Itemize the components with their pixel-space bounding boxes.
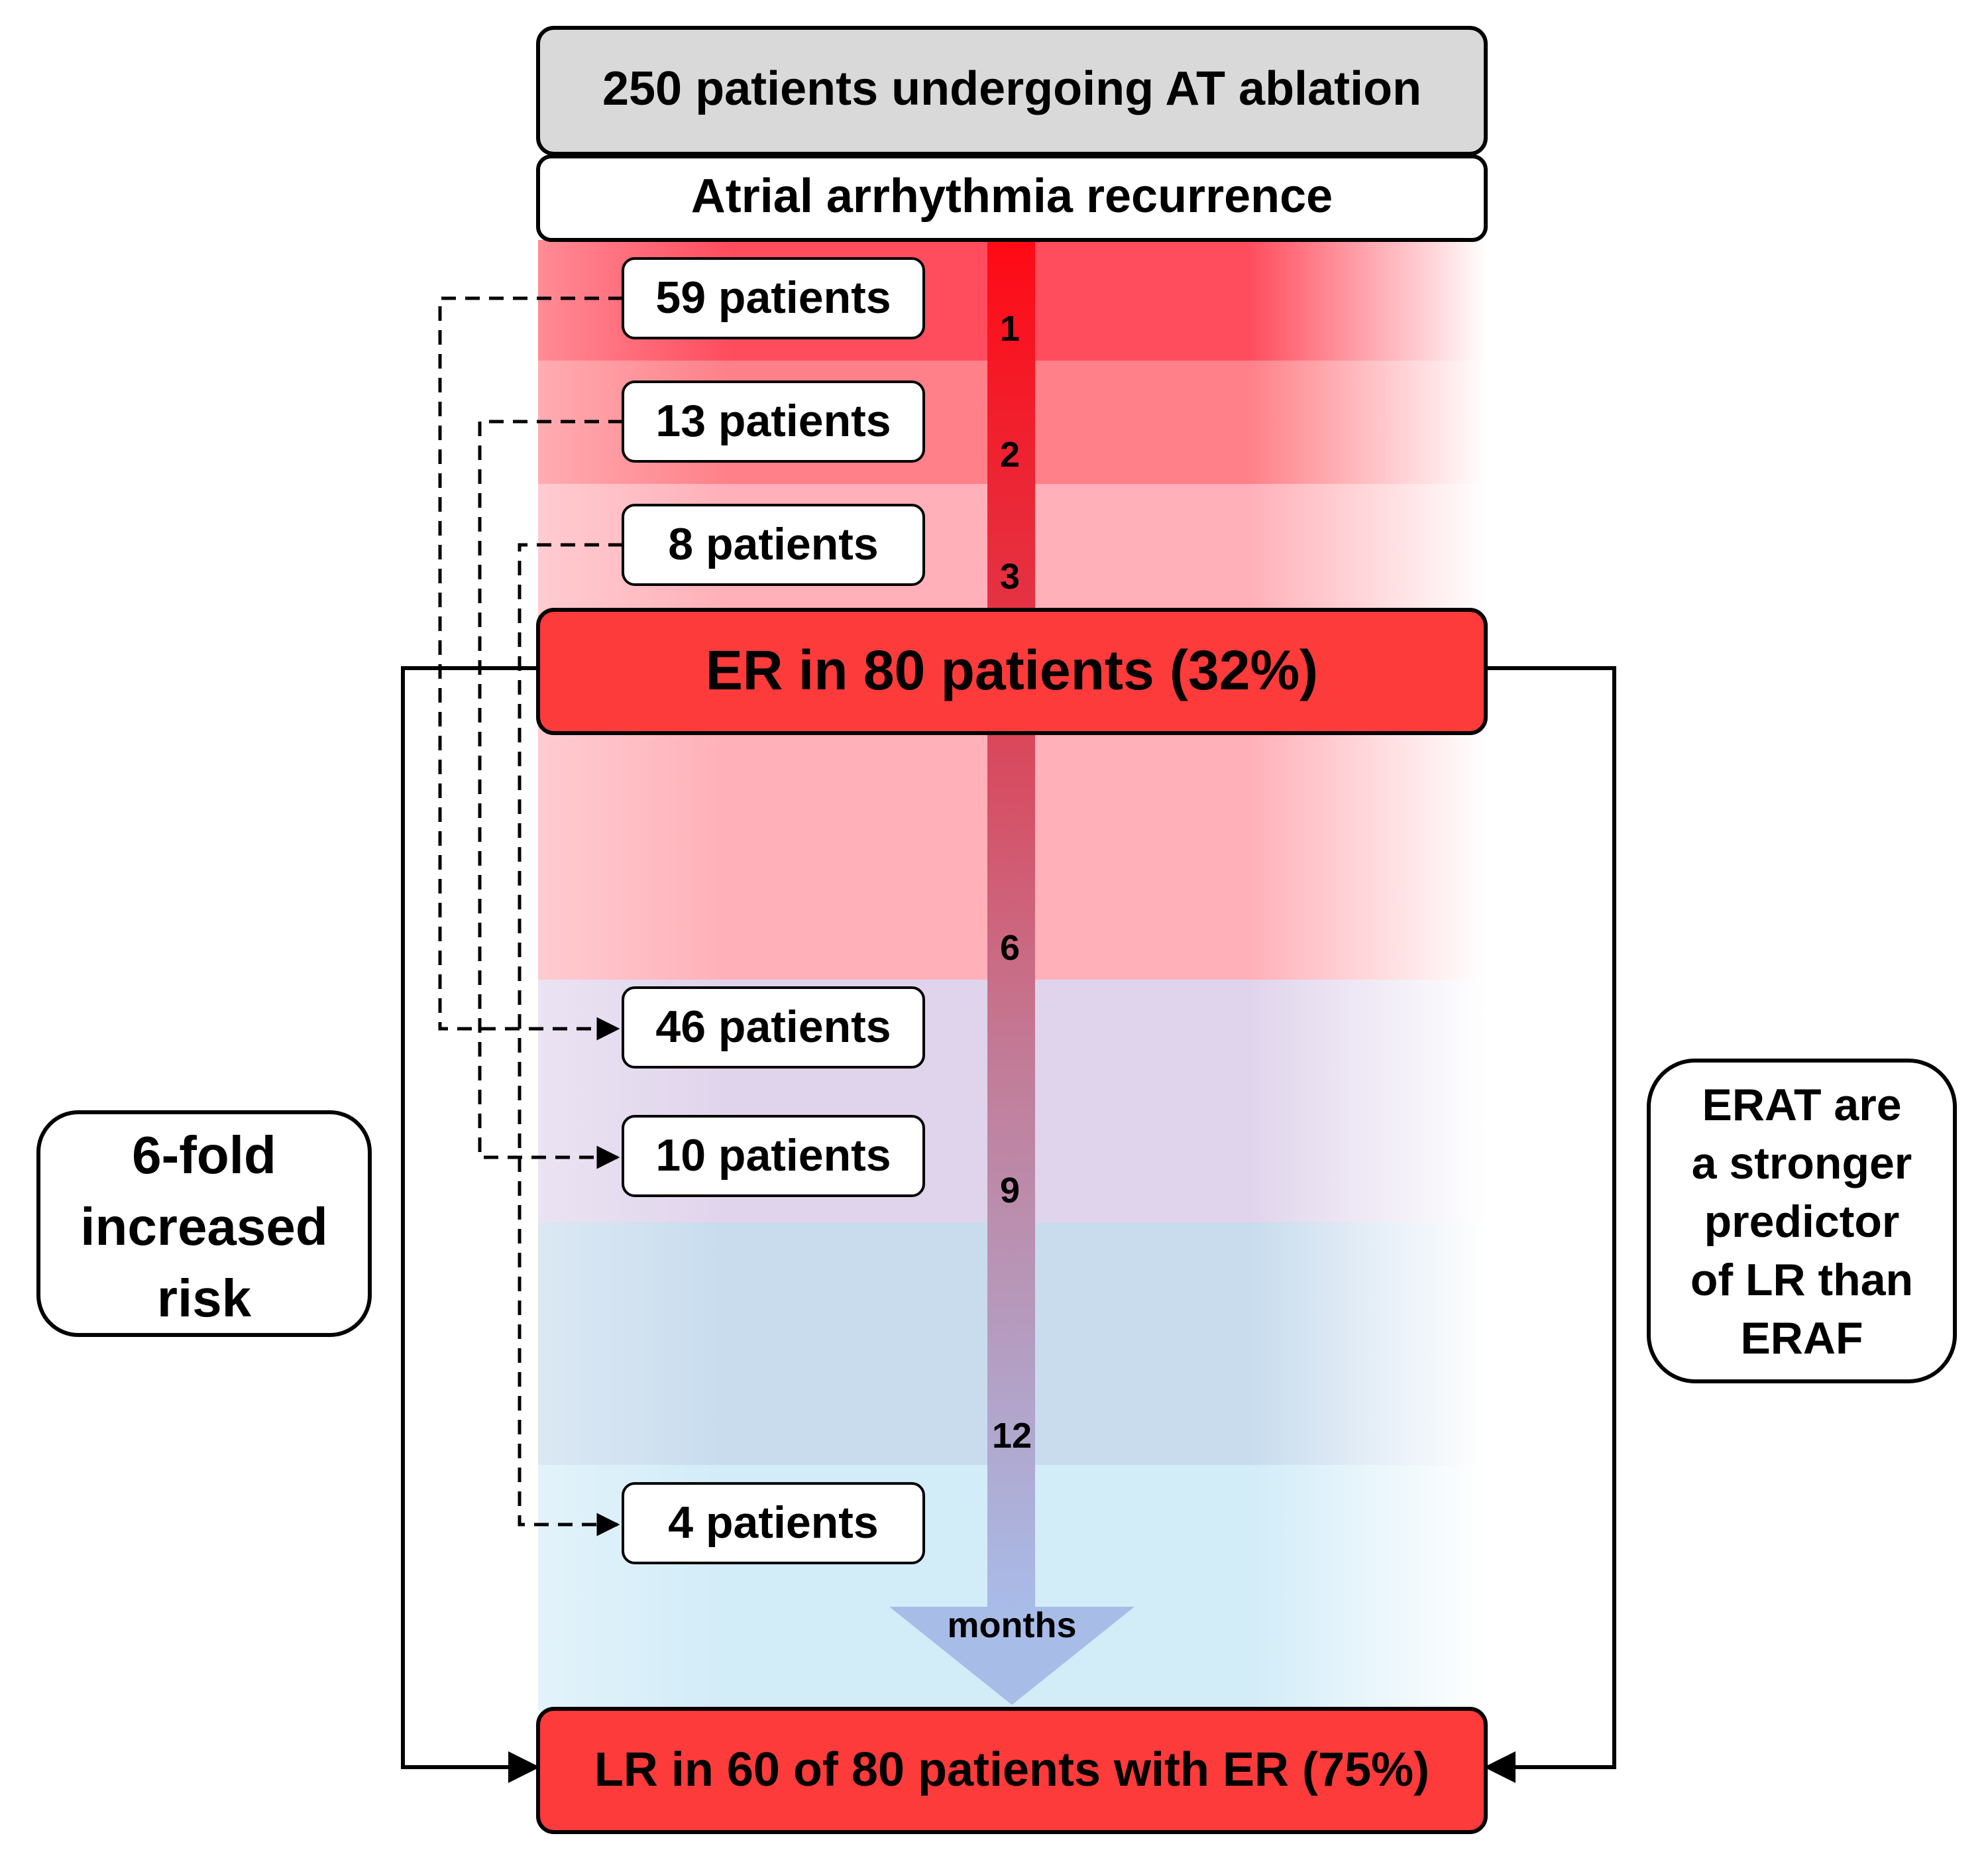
late-recurrence-label: LR in 60 of 80 patients with ER (75%) xyxy=(594,1743,1429,1796)
risk-note-line-3: risk xyxy=(157,1269,252,1328)
early-recurrence-label: ER in 80 patients (32%) xyxy=(706,639,1318,701)
risk-note: 6-fold increased risk xyxy=(36,1110,372,1337)
study-title-box: 250 patients undergoing AT ablation xyxy=(536,26,1488,156)
tick-2: 2 xyxy=(1000,435,1020,475)
time-arrow: months xyxy=(889,240,1134,1705)
connector-group-1 xyxy=(438,296,623,1041)
months-label: months xyxy=(948,1605,1077,1645)
subtitle: Atrial arrhythmia recurrence xyxy=(691,170,1333,223)
time-arrow-head xyxy=(889,1607,1134,1705)
lr-group-1: 46 patients xyxy=(622,986,925,1069)
er-group-1-label: 59 patients xyxy=(655,272,891,323)
risk-note-line-2: increased xyxy=(80,1197,328,1256)
predictor-note-line-1: ERAT are xyxy=(1702,1080,1901,1130)
left-connector xyxy=(401,666,540,1783)
tick-1: 1 xyxy=(1000,309,1020,349)
predictor-note-line-5: ERAF xyxy=(1740,1313,1863,1363)
month-ticks: 1 2 3 6 9 12 xyxy=(992,309,1032,1456)
risk-note-line-1: 6-fold xyxy=(132,1126,276,1185)
lr-group-3-label: 4 patients xyxy=(668,1497,878,1548)
predictor-note-line-4: of LR than xyxy=(1690,1255,1913,1305)
predictor-note-line-3: predictor xyxy=(1704,1196,1900,1247)
er-group-3-label: 8 patients xyxy=(668,519,878,569)
connector-group-3 xyxy=(518,543,623,1536)
time-arrow-shaft xyxy=(987,240,1035,1612)
er-group-3: 8 patients xyxy=(622,504,925,586)
tick-9: 9 xyxy=(1000,1171,1020,1210)
lr-group-2: 10 patients xyxy=(622,1115,925,1197)
right-connector xyxy=(1484,666,1616,1783)
tick-6: 6 xyxy=(1000,928,1020,968)
predictor-note-line-2: a stronger xyxy=(1692,1138,1912,1188)
early-recurrence-box: ER in 80 patients (32%) xyxy=(536,608,1488,735)
er-group-1: 59 patients xyxy=(622,257,925,339)
lr-group-2-label: 10 patients xyxy=(655,1130,891,1181)
lr-group-3: 4 patients xyxy=(622,1482,925,1564)
late-recurrence-box: LR in 60 of 80 patients with ER (75%) xyxy=(536,1707,1488,1834)
side-connectors xyxy=(401,666,1616,1783)
connector-group-2 xyxy=(478,420,623,1169)
tick-12: 12 xyxy=(992,1416,1032,1456)
group-connectors xyxy=(438,296,623,1536)
predictor-note: ERAT are a stronger predictor of LR than… xyxy=(1647,1059,1957,1383)
lr-group-1-label: 46 patients xyxy=(655,1002,891,1052)
er-group-2-label: 13 patients xyxy=(655,396,891,446)
tick-3: 3 xyxy=(1000,557,1020,597)
study-title: 250 patients undergoing AT ablation xyxy=(602,62,1421,115)
subtitle-box: Atrial arrhythmia recurrence xyxy=(536,154,1488,242)
er-group-2: 13 patients xyxy=(622,380,925,463)
